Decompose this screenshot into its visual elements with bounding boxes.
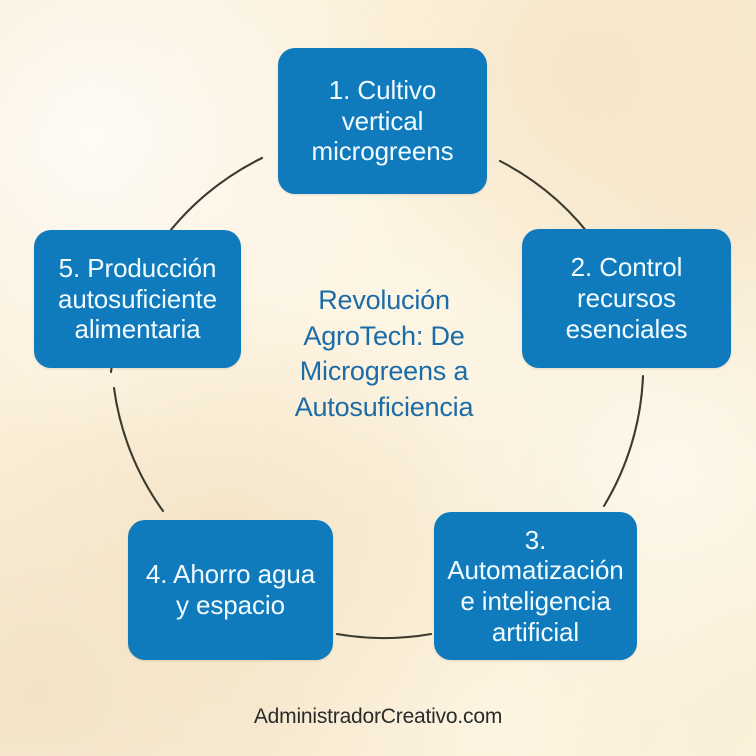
cycle-node-1-label: 1. Cultivo vertical microgreens xyxy=(311,74,454,167)
arc-node2-to-node3 xyxy=(602,374,645,508)
cycle-node-5-label: 5. Producción autosuficiente alimentaria xyxy=(57,252,218,345)
cycle-node-5[interactable]: 5. Producción autosuficiente alimentaria xyxy=(34,230,241,368)
footer-watermark: AdministradorCreativo.com xyxy=(253,705,503,728)
cycle-node-4[interactable]: 4. Ahorro agua y espacio xyxy=(128,520,333,660)
arc-node4-to-node5 xyxy=(112,386,165,513)
cycle-node-3-label: 3. Automatización e inteligencia artific… xyxy=(447,524,624,647)
cycle-node-1[interactable]: 1. Cultivo vertical microgreens xyxy=(278,48,487,194)
cycle-node-4-label: 4. Ahorro agua y espacio xyxy=(145,559,316,620)
arc-node3-to-node4 xyxy=(335,632,433,640)
cycle-node-2-label: 2. Control recursos esenciales xyxy=(565,252,688,344)
cycle-node-2[interactable]: 2. Control recursos esenciales xyxy=(522,229,731,368)
diagram-center-title: Revolución AgroTech: De Microgreens a Au… xyxy=(294,285,474,422)
cycle-node-3[interactable]: 3. Automatización e inteligencia artific… xyxy=(434,512,637,660)
